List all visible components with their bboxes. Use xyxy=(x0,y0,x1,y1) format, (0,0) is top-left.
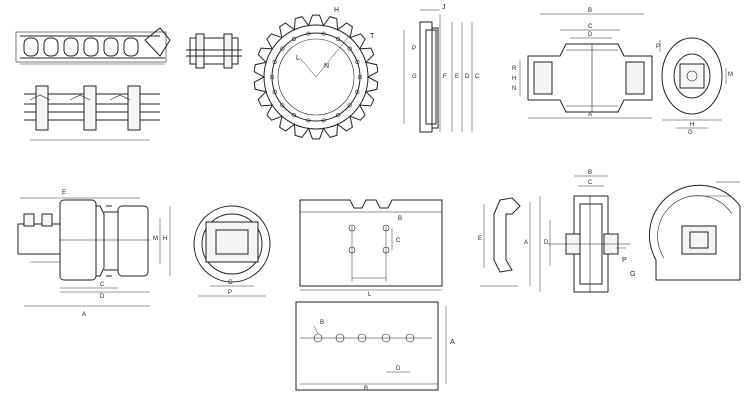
shoe-plan-label: D xyxy=(396,366,401,372)
track-shoe-side: B C L xyxy=(299,199,443,298)
idler-side-label: E xyxy=(455,74,459,80)
idler-front-label: D xyxy=(588,32,593,38)
carrier-roller-end xyxy=(648,181,741,281)
guard-label: E xyxy=(478,236,482,242)
shoe-side-label: C xyxy=(396,238,401,244)
sprocket-teeth-outline xyxy=(253,14,379,140)
track-link-plan xyxy=(186,33,242,69)
idler-front-label: H xyxy=(512,76,516,82)
idler-end-label: P xyxy=(656,44,660,50)
carrier-side-label: P xyxy=(622,257,627,264)
track-link-view xyxy=(24,85,160,141)
shoe-plan-label: A xyxy=(450,339,455,346)
idler-front-label: N xyxy=(512,86,516,92)
carrier-side-label: D xyxy=(544,240,549,246)
idler-side-label: D xyxy=(465,74,470,80)
idler-end-label: M xyxy=(728,72,733,78)
sprocket-bolt-hole xyxy=(280,103,285,108)
roller-side-label: A xyxy=(82,312,86,318)
shoe-plan-label: B xyxy=(320,320,324,326)
carrier-roller-side: B C A D P G xyxy=(524,170,635,293)
carrier-side-label: C xyxy=(588,180,593,186)
track-shoe-plan: B A D B xyxy=(295,301,455,392)
sprocket-bolt-hole xyxy=(321,31,326,36)
sprocket-bolt-hole xyxy=(347,103,352,108)
idler-front-label: B xyxy=(588,8,592,14)
idler-side-label: C xyxy=(475,74,480,80)
sprocket-label: N xyxy=(324,63,329,70)
sprocket-bolt-hole xyxy=(357,74,363,80)
sprocket-label: H xyxy=(334,7,339,14)
sprocket-bolt-hole xyxy=(306,118,311,123)
sprocket-bolt-hole xyxy=(291,36,297,42)
sprocket-bolt-hole xyxy=(272,59,277,65)
roller-side-label: E xyxy=(62,190,66,196)
carrier-side-label: B xyxy=(588,170,592,176)
roller-side-label: H xyxy=(163,236,167,242)
shoe-plan-label: B xyxy=(364,386,368,392)
sprocket-label: T xyxy=(370,33,375,40)
idler-side-label: G xyxy=(412,74,417,80)
track-roller-end: G P xyxy=(193,205,271,297)
sprocket-bolt-hole xyxy=(291,112,297,118)
idler-front-label: C xyxy=(588,24,593,30)
sprocket-bolt-hole xyxy=(306,31,311,36)
roller-side-label: C xyxy=(100,282,105,288)
idler-front-label: R xyxy=(512,66,517,72)
sprocket-bolt-hole xyxy=(355,89,360,95)
shoe-side-label: B xyxy=(398,216,402,222)
carrier-side-label: G xyxy=(630,271,635,278)
carrier-side-label: A xyxy=(524,240,528,246)
sprocket-view: L N H T xyxy=(253,7,379,140)
roller-end-label: P xyxy=(228,290,232,296)
sprocket-bolt-hole xyxy=(335,36,341,42)
roller-side-label: M xyxy=(153,236,158,242)
roller-end-label: G xyxy=(228,280,233,286)
idler-side-label: F xyxy=(443,74,447,80)
roller-side-label: D xyxy=(100,294,105,300)
sprocket-bolt-hole xyxy=(321,118,326,123)
shoe-side-label: L xyxy=(368,292,372,298)
idler-side-section: J P G F E D C xyxy=(403,4,480,133)
idler-front-label: A xyxy=(588,112,592,118)
track-roller-side: E C D A M H xyxy=(17,190,171,318)
idler-front-view: B C D A R H N xyxy=(512,8,653,119)
sprocket-bolt-hole xyxy=(269,74,275,80)
idler-end-view: P G M H xyxy=(656,37,733,136)
sprocket-bolt-hole xyxy=(335,112,341,118)
idler-side-label: P xyxy=(412,46,416,52)
sprocket-label: L xyxy=(296,55,300,62)
idler-side-label: J xyxy=(442,4,446,11)
sprocket-bolt-hole xyxy=(355,59,360,65)
idler-end-label: G xyxy=(688,130,693,136)
track-guard-view: E xyxy=(478,197,521,287)
idler-end-label: H xyxy=(690,122,694,128)
sprocket-bolt-hole xyxy=(272,89,277,95)
sprocket-bolt-hole xyxy=(347,46,352,51)
sprocket-bolt-hole xyxy=(280,46,285,51)
chain-top-view xyxy=(15,27,171,65)
